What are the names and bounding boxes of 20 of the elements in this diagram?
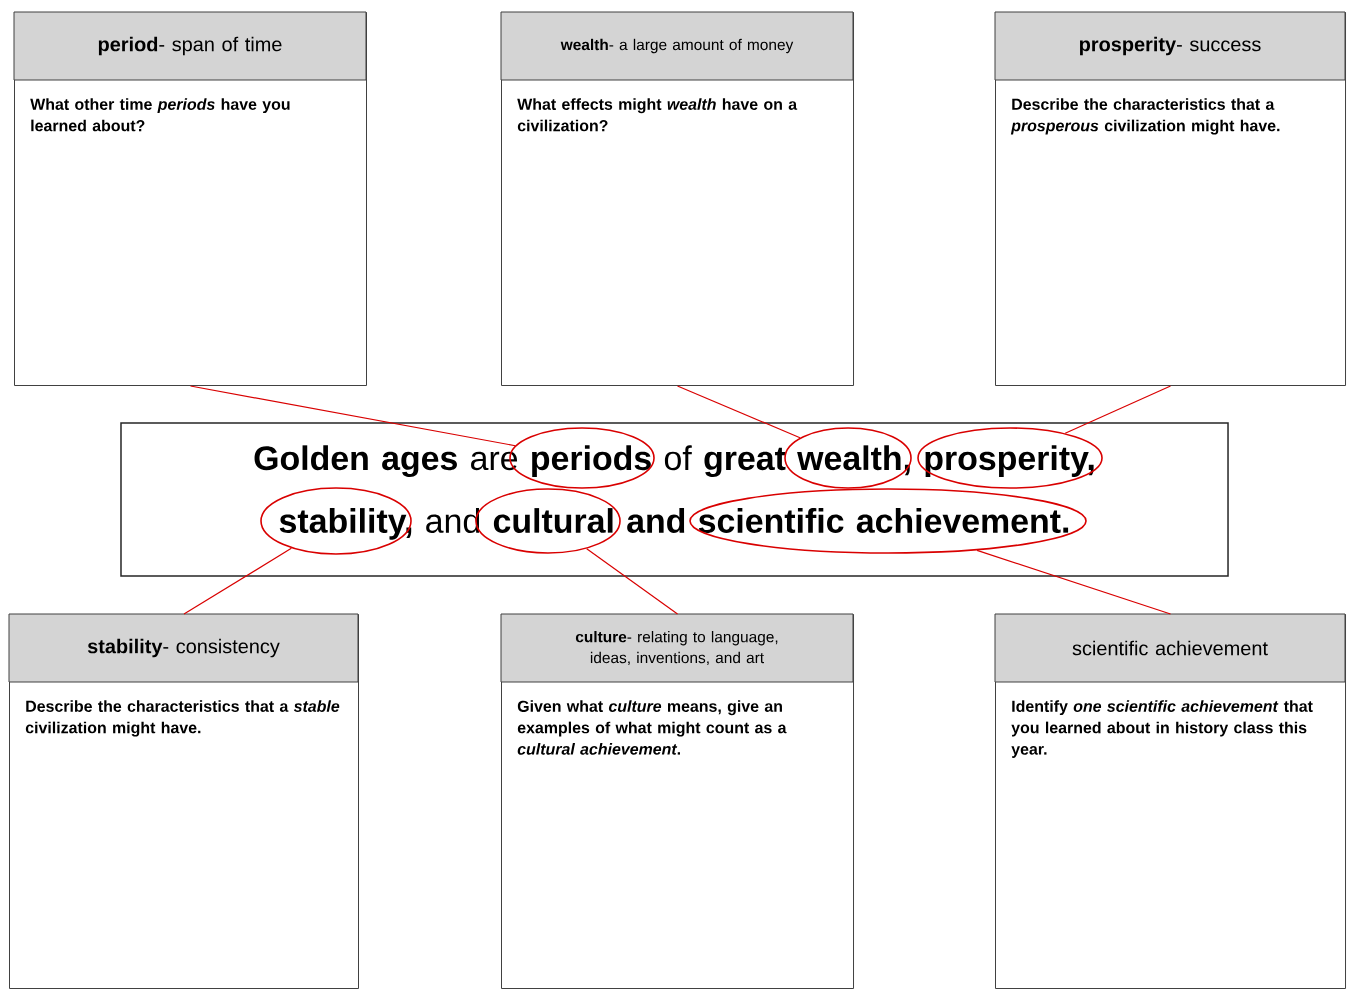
question-text: Identify one scientific achievement that you learned about in history class this year. [1011, 700, 1313, 758]
card-header: wealth- a large amount of money [500, 11, 854, 81]
question-text: Describe the characteristics that a stable civilization might have. [25, 700, 340, 737]
connector-line [586, 548, 679, 615]
question-text: What other time periods have you learned about? [30, 98, 290, 132]
card-header: period- span of time [13, 11, 367, 81]
card-header: stability- consistency [8, 613, 359, 683]
card-header: scientific achievement [994, 613, 1346, 683]
word-ellipse [784, 427, 912, 489]
question-text: Describe the characteristics that a prosperous civilization might have. [1010, 98, 1280, 135]
word-ellipse [917, 427, 1103, 489]
card-header: prosperity- success [994, 11, 1346, 81]
connector-line [183, 547, 292, 615]
connector-line [976, 549, 1172, 615]
connector-line [189, 385, 516, 447]
question-text: Given what culture means, give an examples of what might count as a cultural achievement. [517, 700, 787, 755]
connector-line [1064, 385, 1172, 434]
question-text: What effects might wealth have on a civilization? [517, 98, 798, 132]
card-header: culture- relating to language, ideas, inventions, and art [500, 613, 854, 683]
word-ellipse [689, 488, 1087, 554]
